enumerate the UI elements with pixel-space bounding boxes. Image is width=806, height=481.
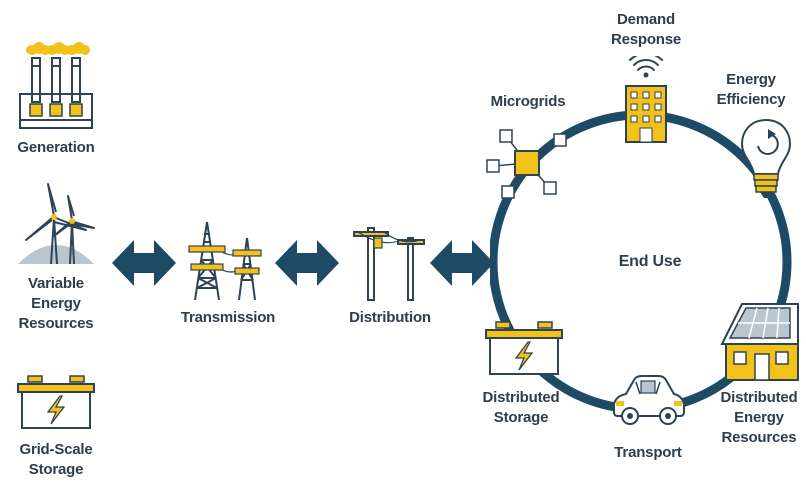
variable-energy-resources-label: Variable Energy Resources: [18, 275, 94, 332]
network-icon: [486, 129, 567, 199]
distributed-storage-label: Distributed Storage: [482, 389, 560, 426]
generation-label: Generation: [17, 139, 95, 156]
battery-icon: [485, 321, 563, 375]
demand-response-label: Demand Response: [610, 11, 682, 48]
factory-icon: [19, 42, 93, 129]
bidirectional-arrow-icon: [430, 240, 494, 286]
transport-label: Transport: [614, 444, 682, 461]
car-icon: [613, 375, 685, 425]
grid-scale-storage-label: Grid-Scale Storage: [19, 441, 93, 478]
transmission-label: Transmission: [180, 309, 276, 326]
transmission-tower-icon: [188, 221, 262, 301]
energy-efficiency-label: Energy Efficiency: [716, 71, 786, 108]
smart-building-icon: [625, 56, 667, 143]
utility-pole-icon: [353, 227, 425, 301]
battery-icon: [17, 375, 95, 429]
light-bulb-icon: [740, 118, 792, 198]
distribution-label: Distribution: [349, 309, 431, 326]
solar-house-icon: [720, 303, 799, 381]
distributed-energy-resources-label: Distributed Energy Resources: [720, 389, 798, 446]
bidirectional-arrow-icon: [112, 240, 176, 286]
bidirectional-arrow-icon: [275, 240, 339, 286]
microgrids-label: Microgrids: [490, 93, 566, 110]
end-use-label: End Use: [618, 253, 682, 270]
wind-turbine-icon: [18, 183, 95, 265]
